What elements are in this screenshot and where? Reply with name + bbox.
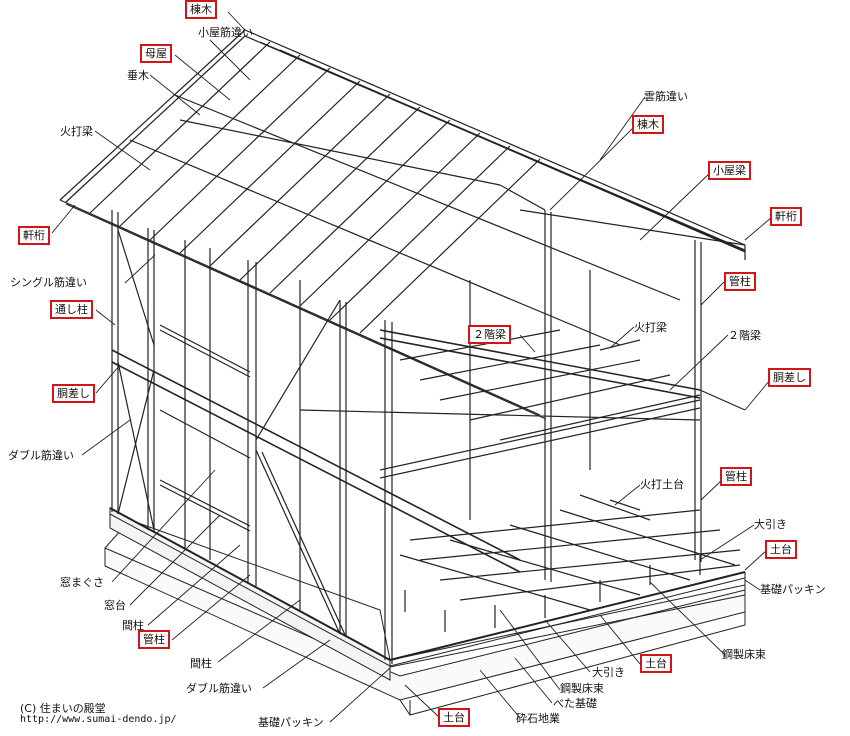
label-kumo-sujikai: 雲筋違い [644, 90, 688, 103]
leader-lines [51, 11, 773, 723]
label-taruki: 垂木 [127, 69, 149, 82]
label-mabashira-2: 間柱 [190, 657, 212, 670]
label-kudabashira-bottom: 管柱 [138, 630, 170, 649]
credit-copyright: (C) 住まいの殿堂 [20, 702, 106, 715]
label-madodai: 窓台 [104, 599, 126, 612]
label-toshibashira: 通し柱 [50, 300, 93, 319]
label-dodai-bottom: 土台 [438, 708, 470, 727]
label-koya-sujikai: 小屋筋違い [198, 26, 253, 39]
label-nokigeta-right: 軒桁 [770, 207, 802, 226]
label-hiuchibari-mid: 火打梁 [634, 321, 667, 334]
label-dosashi-left: 胴差し [52, 384, 95, 403]
label-muneki-right: 棟木 [632, 115, 664, 134]
label-hiuchi-dodai: 火打土台 [640, 478, 684, 491]
label-obiki-mid: 大引き [592, 666, 625, 679]
label-nikai-bari-center: ２階梁 [468, 325, 511, 344]
label-saiseki-jigyo: 砕石地業 [516, 712, 560, 725]
label-kiso-packing-left: 基礎パッキン [258, 716, 324, 729]
label-kousei-tsuka-right: 鋼製床束 [722, 648, 766, 661]
label-single-sujikai: シングル筋違い [10, 276, 87, 289]
label-hiuchibari-left: 火打梁 [60, 125, 93, 138]
roof-frame [59, 29, 746, 420]
foundation-slab [104, 519, 746, 716]
label-madomagusa: 窓まぐさ [60, 576, 104, 589]
left-wall-frame [111, 210, 521, 664]
label-dodai-mid: 土台 [640, 654, 672, 673]
label-moya: 母屋 [140, 44, 172, 63]
label-double-sujikai-bottom: ダブル筋違い [186, 682, 252, 695]
interior-frame [299, 210, 746, 632]
label-dosashi-right: 胴差し [768, 368, 811, 387]
label-kudabashira-right-up: 管柱 [724, 272, 756, 291]
label-kudabashira-right-low: 管柱 [720, 467, 752, 486]
label-nikai-bari-right: ２階梁 [728, 329, 761, 342]
label-kiso-packing-right: 基礎パッキン [760, 583, 826, 596]
label-obiki-right: 大引き [754, 518, 787, 531]
label-double-sujikai-left: ダブル筋違い [8, 449, 74, 462]
label-koya-bari: 小屋梁 [708, 161, 751, 180]
label-mabashira-1: 間柱 [122, 619, 144, 632]
label-kousei-tsuka-mid: 鋼製床束 [560, 682, 604, 695]
label-nokigeta-left: 軒桁 [18, 226, 50, 245]
credit-url[interactable]: http://www.sumai-dendo.jp/ [20, 714, 177, 725]
label-beta-kiso: べた基礎 [553, 697, 597, 710]
label-muneki-top: 棟木 [185, 0, 217, 19]
label-dodai-right: 土台 [765, 540, 797, 559]
